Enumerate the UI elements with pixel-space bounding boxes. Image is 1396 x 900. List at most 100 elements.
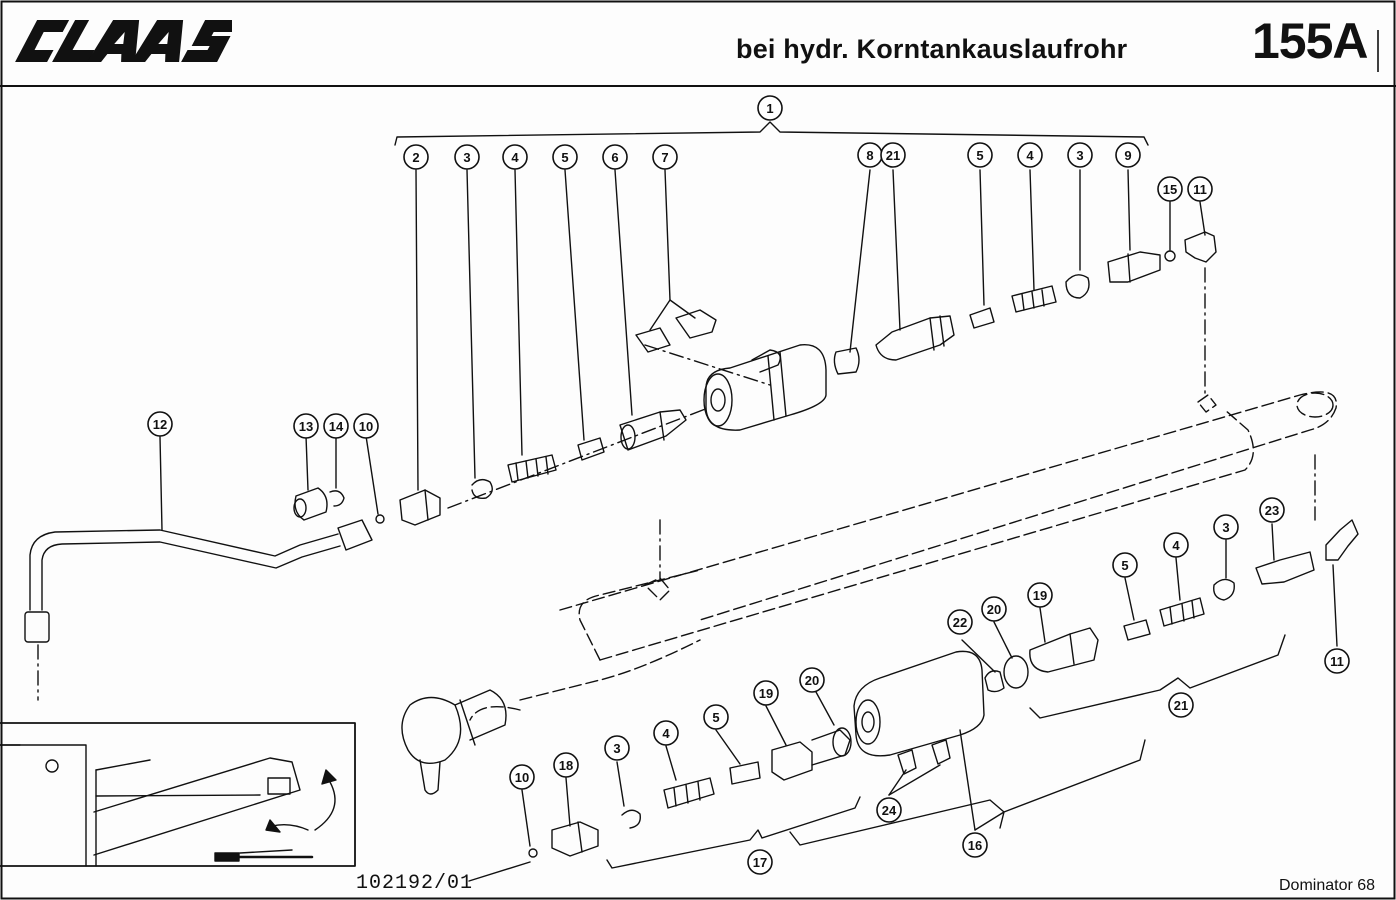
callout-circle bbox=[1115, 142, 1141, 168]
callout-number: 11 bbox=[1330, 654, 1344, 669]
leader-lines-lower bbox=[159, 435, 1338, 882]
callout-circle bbox=[1067, 142, 1093, 168]
callout-number: 3 bbox=[1076, 148, 1083, 163]
callout-number: 15 bbox=[1163, 182, 1177, 197]
callout-circle bbox=[353, 413, 379, 439]
callout-circle bbox=[1259, 497, 1285, 523]
callout-circle bbox=[403, 144, 429, 170]
callout-4: 4 bbox=[1017, 142, 1043, 168]
callout-number: 10 bbox=[359, 419, 373, 434]
fittings-top-row bbox=[293, 309, 717, 526]
callout-number: 1 bbox=[766, 101, 773, 116]
callout-circle bbox=[753, 680, 779, 706]
callout-23: 23 bbox=[1259, 497, 1285, 523]
callout-number: 13 bbox=[299, 419, 313, 434]
callout-11: 11 bbox=[1324, 648, 1350, 674]
callout-circle bbox=[1027, 582, 1053, 608]
callout-10: 10 bbox=[353, 413, 379, 439]
group-1-bracket bbox=[394, 121, 1149, 146]
callout-circle bbox=[880, 142, 906, 168]
callout-circle bbox=[602, 144, 628, 170]
callout-3: 3 bbox=[1067, 142, 1093, 168]
callout-circle bbox=[962, 832, 988, 858]
callout-21: 21 bbox=[1168, 692, 1194, 718]
callout-13: 13 bbox=[293, 413, 319, 439]
fittings-lower-row bbox=[528, 519, 1359, 858]
callout-6: 6 bbox=[602, 144, 628, 170]
callout-21: 21 bbox=[880, 142, 906, 168]
callout-5: 5 bbox=[967, 142, 993, 168]
callout-number: 4 bbox=[511, 150, 519, 165]
document-title: bei hydr. Korntankauslaufrohr bbox=[736, 34, 1128, 64]
callout-18: 18 bbox=[553, 752, 579, 778]
callout-number: 23 bbox=[1265, 503, 1279, 518]
callout-19: 19 bbox=[1027, 582, 1053, 608]
callout-8: 8 bbox=[857, 142, 883, 168]
callout-number: 21 bbox=[886, 148, 900, 163]
callout-number: 12 bbox=[153, 417, 167, 432]
callout-circle bbox=[1157, 176, 1183, 202]
callout-3: 3 bbox=[454, 144, 480, 170]
callout-circle bbox=[757, 95, 783, 121]
callout-4: 4 bbox=[1163, 532, 1189, 558]
callout-16: 16 bbox=[962, 832, 988, 858]
callout-circle bbox=[323, 413, 349, 439]
callout-5: 5 bbox=[552, 144, 578, 170]
callout-22: 22 bbox=[947, 609, 973, 635]
callout-3: 3 bbox=[604, 735, 630, 761]
callout-number: 5 bbox=[1121, 558, 1128, 573]
ball-joint-part bbox=[401, 689, 507, 795]
valve-body-part bbox=[703, 344, 860, 431]
callout-3: 3 bbox=[1213, 514, 1239, 540]
callout-number: 2 bbox=[412, 150, 419, 165]
claas-logo bbox=[15, 20, 232, 62]
page-number: 155A bbox=[1252, 13, 1369, 69]
callout-number: 5 bbox=[712, 710, 719, 725]
leader-lines-top bbox=[415, 169, 1206, 491]
callout-circle bbox=[454, 144, 480, 170]
group-21-bracket bbox=[1029, 634, 1286, 719]
callout-circle bbox=[552, 144, 578, 170]
callout-number: 5 bbox=[976, 148, 983, 163]
callout-2: 2 bbox=[403, 144, 429, 170]
callout-circle bbox=[147, 411, 173, 437]
callout-circle bbox=[293, 413, 319, 439]
callout-number: 11 bbox=[1193, 182, 1207, 197]
callout-19: 19 bbox=[753, 680, 779, 706]
callout-circle bbox=[1168, 692, 1194, 718]
callout-circle bbox=[1213, 514, 1239, 540]
callout-circle bbox=[703, 704, 729, 730]
inset-view bbox=[0, 722, 356, 867]
callout-circle bbox=[653, 720, 679, 746]
model-label: Dominator 68 bbox=[1279, 877, 1376, 894]
callout-circle bbox=[747, 849, 773, 875]
callout-circle bbox=[947, 609, 973, 635]
callout-7: 7 bbox=[652, 144, 678, 170]
callout-number: 14 bbox=[329, 419, 344, 434]
callout-number: 4 bbox=[1026, 148, 1034, 163]
callout-14: 14 bbox=[323, 413, 349, 439]
callout-circle bbox=[1187, 176, 1213, 202]
callout-circle bbox=[1163, 532, 1189, 558]
callout-20: 20 bbox=[981, 596, 1007, 622]
callout-number: 7 bbox=[661, 150, 668, 165]
callout-24: 24 bbox=[876, 797, 902, 823]
callout-circle bbox=[799, 667, 825, 693]
group-16-bracket bbox=[789, 739, 1146, 846]
callout-10: 10 bbox=[509, 764, 535, 790]
callout-circle bbox=[1112, 552, 1138, 578]
callout-number: 9 bbox=[1124, 148, 1131, 163]
callout-circle bbox=[1324, 648, 1350, 674]
callout-number: 8 bbox=[866, 148, 873, 163]
callout-5: 5 bbox=[703, 704, 729, 730]
callout-number: 17 bbox=[753, 855, 767, 870]
callout-12: 12 bbox=[147, 411, 173, 437]
callout-5: 5 bbox=[1112, 552, 1138, 578]
tube-part-12 bbox=[24, 519, 373, 643]
callout-number: 4 bbox=[662, 726, 670, 741]
fittings-top-right bbox=[875, 231, 1217, 361]
